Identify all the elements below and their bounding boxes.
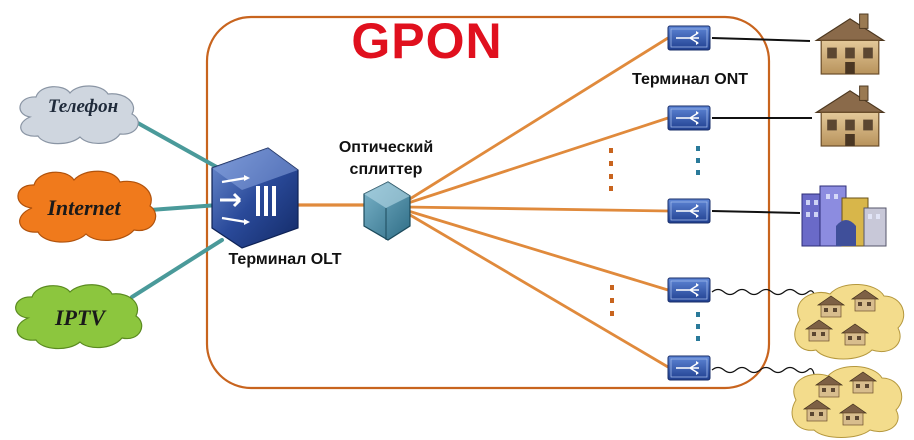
ont-label: Терминал ONT (632, 71, 748, 88)
ont-terminal-icon (667, 277, 711, 303)
service-label: Internet (46, 195, 121, 220)
village-houses-icon (791, 365, 903, 438)
service-phone: Телефон (19, 85, 139, 145)
olt-terminal-icon (211, 147, 299, 249)
optical-splitter-icon (363, 181, 411, 241)
village-houses-icon (794, 283, 905, 360)
subscriber-links (711, 37, 812, 214)
service-internet: Internet (17, 170, 157, 243)
ont-terminal-icon (667, 355, 711, 381)
service-iptv: IPTV (15, 284, 143, 350)
fiber-continuation-dots (609, 148, 614, 316)
office-buildings-icon (801, 185, 887, 247)
ont-terminal-icon (667, 105, 711, 131)
house-icon (815, 85, 885, 147)
cloud-icon (15, 284, 143, 350)
cloud-icon (19, 85, 139, 145)
house-icon (815, 13, 885, 75)
splitter-label-line2: сплиттер (350, 161, 423, 178)
ont-terminal-icon (667, 198, 711, 224)
service-label: IPTV (54, 305, 107, 330)
olt-label: Терминал OLT (228, 251, 341, 268)
subscriber-house-1 (815, 13, 885, 75)
distribution-fibers (404, 36, 669, 369)
splitter-label-line1: Оптический (339, 139, 433, 156)
ont-continuation-dots (696, 146, 700, 341)
subscriber-house-2 (815, 85, 885, 147)
subscriber-chain-links (711, 288, 817, 375)
gpon-boundary (205, 15, 771, 390)
cloud-icon (17, 170, 157, 243)
service-label: Телефон (48, 96, 118, 117)
ont-terminal-icon (667, 25, 711, 51)
service-links (130, 120, 224, 299)
